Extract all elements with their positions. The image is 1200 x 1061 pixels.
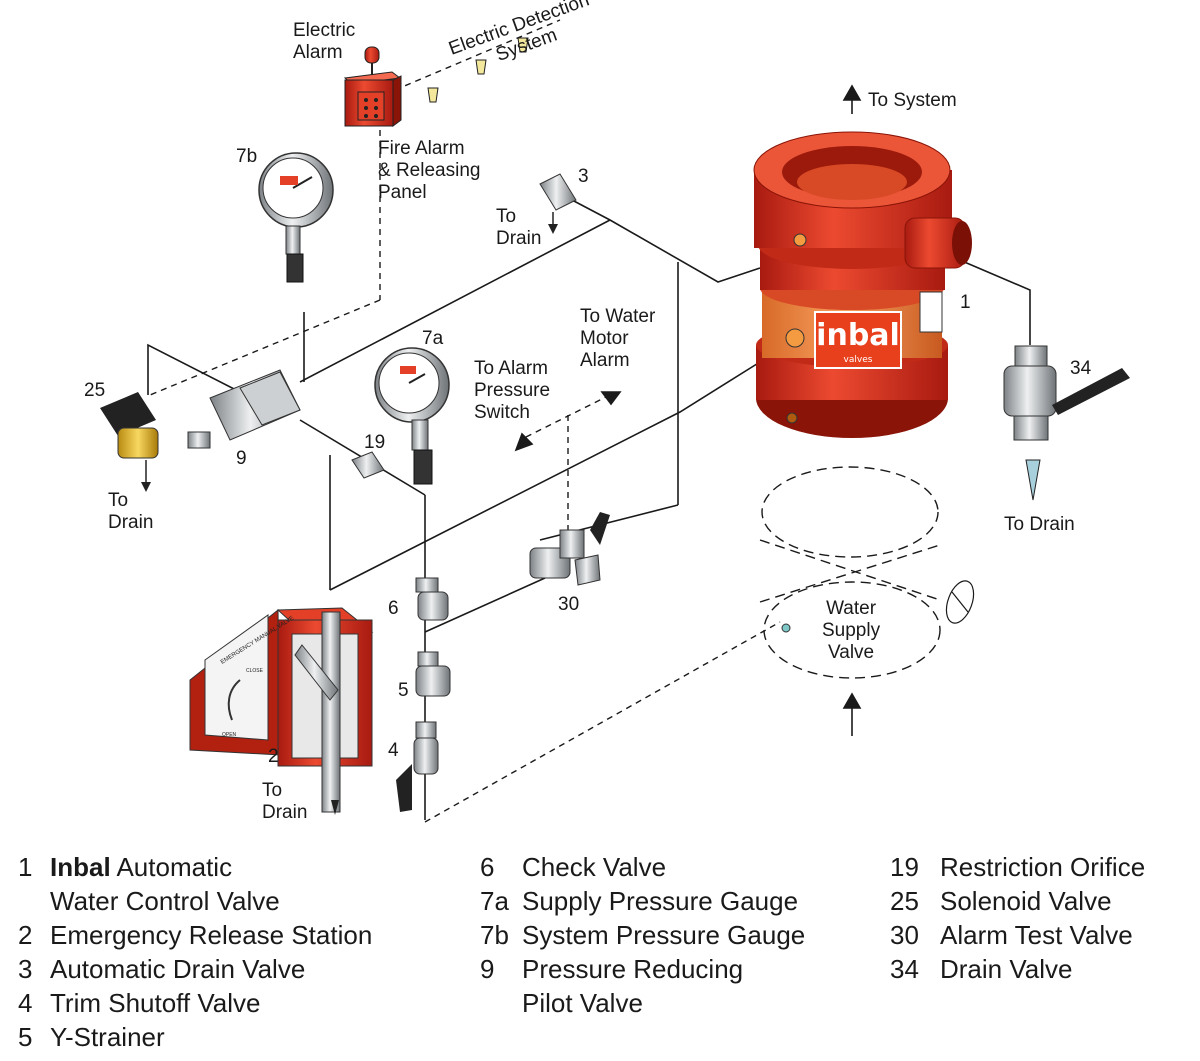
legend-number: 34	[890, 954, 919, 984]
legend-text: Inbal Automatic Water Control Valve	[50, 850, 280, 918]
legend-item: 7b System Pressure Gauge	[480, 918, 805, 952]
legend-number: 3	[18, 954, 33, 984]
callout-3: 3	[578, 166, 589, 187]
fire-alarm-panel-icon	[343, 71, 402, 127]
legend-label: Automatic Drain Valve	[50, 954, 306, 984]
legend-item: 30 Alarm Test Valve	[890, 918, 1145, 952]
callout-6: 6	[388, 598, 399, 619]
label-to-drain-25: To Drain	[108, 490, 154, 533]
legend-label: Restriction Orifice	[940, 852, 1146, 882]
emergency-close-label: CLOSE	[246, 668, 264, 674]
legend-item: 25 Solenoid Valve	[890, 884, 1145, 918]
legend-item: 19 Restriction Orifice	[890, 850, 1145, 884]
signal-lines	[149, 19, 781, 823]
legend-brand: Inbal	[50, 852, 111, 882]
label-electric-alarm: Electric Alarm	[293, 20, 356, 63]
callout-19: 19	[364, 432, 386, 453]
system-pressure-gauge-7b-icon	[258, 152, 334, 283]
legend-item: 5 Y-Strainer	[18, 1020, 372, 1054]
legend-number: 9	[480, 954, 495, 984]
legend-label: System Pressure Gauge	[522, 920, 806, 950]
y-strainer-5-icon	[415, 651, 451, 697]
callout-25: 25	[84, 380, 106, 401]
to-system-arrowhead	[842, 84, 862, 101]
legend-number: 6	[480, 852, 495, 882]
valve-brand-subtitle: valves	[844, 355, 873, 365]
legend-item: 6 Check Valve	[480, 850, 805, 884]
callout-4: 4	[388, 740, 399, 761]
legend-number: 5	[18, 1022, 33, 1052]
legend-label: Supply Pressure Gauge	[522, 886, 799, 916]
alarm-test-valve-30-icon	[529, 512, 610, 586]
water-control-valve-trim-diagram: inbal valves	[100, 19, 1130, 823]
detector-icons	[427, 37, 529, 103]
legend-column-1: 1 Inbal Automatic Water Control Valve 2 …	[18, 850, 372, 1054]
legend-item: 1 Inbal Automatic Water Control Valve	[18, 850, 372, 918]
valve-brand-logo: inbal	[816, 318, 900, 353]
legend-label: Automatic Water Control Valve	[50, 852, 280, 916]
label-to-drain-34: To Drain	[1004, 514, 1075, 535]
emergency-open-label: OPEN	[222, 732, 237, 738]
legend-item: 7a Supply Pressure Gauge	[480, 884, 805, 918]
legend-number: 30	[890, 920, 919, 950]
legend-column-3: 19 Restriction Orifice 25 Solenoid Valve…	[890, 850, 1145, 986]
legend-label: Solenoid Valve	[940, 886, 1112, 916]
label-to-drain-3: To Drain	[496, 206, 542, 249]
label-to-water-motor-alarm: To Water Motor Alarm	[580, 306, 656, 371]
legend-item: 3 Automatic Drain Valve	[18, 952, 372, 986]
label-to-system: To System	[868, 90, 957, 111]
legend-column-2: 6 Check Valve 7a Supply Pressure Gauge 7…	[480, 850, 805, 1020]
legend-number: 4	[18, 988, 33, 1018]
legend-label: Alarm Test Valve	[940, 920, 1133, 950]
legend-item: 34 Drain Valve	[890, 952, 1145, 986]
callout-1: 1	[960, 292, 971, 313]
solenoid-valve-25-icon	[100, 392, 159, 492]
automatic-water-control-valve-1-icon: inbal valves	[753, 131, 972, 438]
legend-number: 1	[18, 852, 33, 882]
label-water-supply-valve: Water Supply Valve	[822, 598, 881, 663]
restriction-orifice-19-icon	[351, 451, 385, 479]
drain-valve-34-icon	[1003, 345, 1130, 501]
check-valve-6-icon	[415, 577, 449, 621]
water-supply-valve-outline	[759, 466, 941, 679]
automatic-drain-valve-3-icon	[539, 173, 577, 234]
legend-label: Pressure Reducing Pilot Valve	[522, 954, 744, 1018]
legend-item: 9 Pressure Reducing Pilot Valve	[480, 952, 805, 1020]
handwheel-icon	[945, 580, 975, 624]
callout-30: 30	[558, 594, 580, 615]
label-to-drain-2: To Drain	[262, 780, 308, 823]
legend-number: 25	[890, 886, 919, 916]
trim-shutoff-valve-4-icon	[396, 721, 439, 812]
callout-9: 9	[236, 448, 247, 469]
callout-7a: 7a	[422, 328, 444, 349]
callout-5: 5	[398, 680, 409, 701]
pressure-reducing-pilot-valve-9-icon	[187, 369, 301, 449]
callout-34: 34	[1070, 358, 1092, 379]
legend-item: 2 Emergency Release Station	[18, 918, 372, 952]
emergency-release-station-2-icon: EMERGENCY MANUAL VALVE CLOSE OPEN	[189, 607, 374, 815]
supply-pressure-gauge-7a-icon	[374, 347, 450, 485]
legend-label: Y-Strainer	[50, 1022, 165, 1052]
legend-label: Drain Valve	[940, 954, 1073, 984]
legend-item: 4 Trim Shutoff Valve	[18, 986, 372, 1020]
callout-2: 2	[268, 746, 279, 767]
legend-number: 7b	[480, 920, 509, 950]
supply-tap-icon	[781, 623, 791, 633]
callout-7b: 7b	[236, 146, 258, 167]
water-motor-arrowhead	[600, 391, 622, 406]
legend-number: 19	[890, 852, 919, 882]
alarm-switch-arrowhead	[514, 432, 534, 452]
legend-number: 2	[18, 920, 33, 950]
electric-alarm-icon	[364, 46, 380, 75]
legend-number: 7a	[480, 886, 509, 916]
legend-label: Check Valve	[522, 852, 667, 882]
legend-label: Trim Shutoff Valve	[50, 988, 261, 1018]
flow-arrows	[514, 84, 862, 736]
label-to-alarm-pressure-switch: To Alarm Pressure Switch	[474, 358, 551, 423]
supply-flow-arrowhead	[842, 692, 862, 709]
legend-label: Emergency Release Station	[50, 920, 373, 950]
label-fire-alarm-panel: Fire Alarm & Releasing Panel	[378, 138, 481, 203]
